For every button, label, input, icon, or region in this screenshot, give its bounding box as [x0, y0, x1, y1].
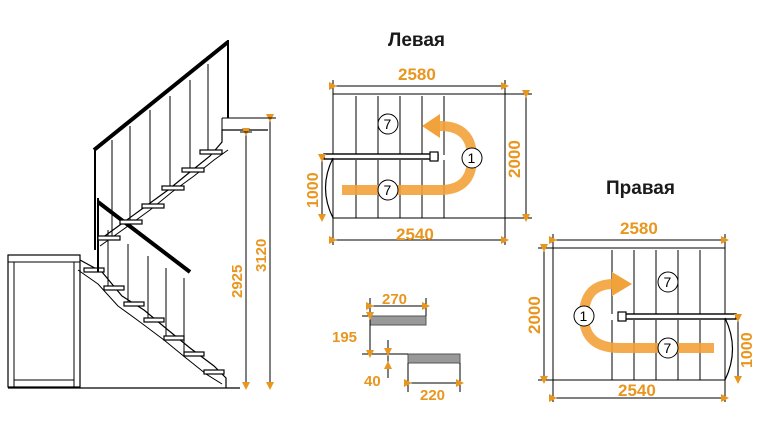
- right-dim-bottom: 2540: [618, 381, 656, 400]
- left-turn-marker: [461, 147, 483, 169]
- left-lower-step-marker: [377, 179, 399, 201]
- left-dim-landing: 1000: [305, 172, 322, 208]
- dim-220: 220: [420, 387, 445, 404]
- right-dim-top: 2580: [620, 219, 658, 238]
- left-dim-bottom: 2540: [396, 225, 434, 244]
- right-turn-marker: [573, 305, 595, 327]
- left-lower-step-count: 7: [384, 182, 392, 198]
- right-walk-arrowhead: [612, 272, 632, 296]
- dim-40: 40: [364, 373, 381, 390]
- lower-tread-profile: [407, 353, 461, 364]
- right-plan: [538, 234, 742, 402]
- left-upper-step-marker: [377, 113, 399, 135]
- left-plan: [318, 80, 532, 245]
- left-walk-arrowhead: [422, 114, 440, 138]
- right-upper-treads: [611, 250, 701, 314]
- left-plan-title: Левая: [388, 30, 445, 51]
- dim-270: 270: [382, 291, 407, 308]
- right-dim-depth: 2000: [525, 296, 544, 334]
- right-plan-title: Правая: [606, 178, 675, 199]
- dim-195: 195: [332, 329, 357, 346]
- dim-2925: 2925: [229, 265, 246, 298]
- elevation-dimensions: [240, 114, 276, 390]
- left-dim-depth: 2000: [505, 140, 524, 178]
- right-dim-landing: 1000: [739, 332, 756, 368]
- landing-box: [7, 254, 81, 388]
- right-upper-step-count: 7: [664, 274, 672, 290]
- dim-3120: 3120: [253, 239, 270, 272]
- lower-treads: [83, 267, 225, 375]
- upper-tread-profile: [369, 315, 427, 326]
- left-dim-top: 2580: [398, 65, 436, 84]
- right-lower-step-count: 7: [664, 340, 672, 356]
- upper-treads: [97, 149, 223, 241]
- right-turn-count: 1: [580, 308, 588, 324]
- left-turn-count: 1: [468, 150, 476, 166]
- right-upper-step-marker: [657, 271, 679, 293]
- upper-handrail: [92, 40, 230, 152]
- left-upper-step-count: 7: [384, 116, 392, 132]
- tread-detail: [362, 298, 464, 392]
- lower-handrail: [96, 200, 192, 274]
- right-lower-step-marker: [657, 337, 679, 359]
- upper-balusters: [111, 64, 209, 236]
- stair-elevation: [7, 40, 268, 389]
